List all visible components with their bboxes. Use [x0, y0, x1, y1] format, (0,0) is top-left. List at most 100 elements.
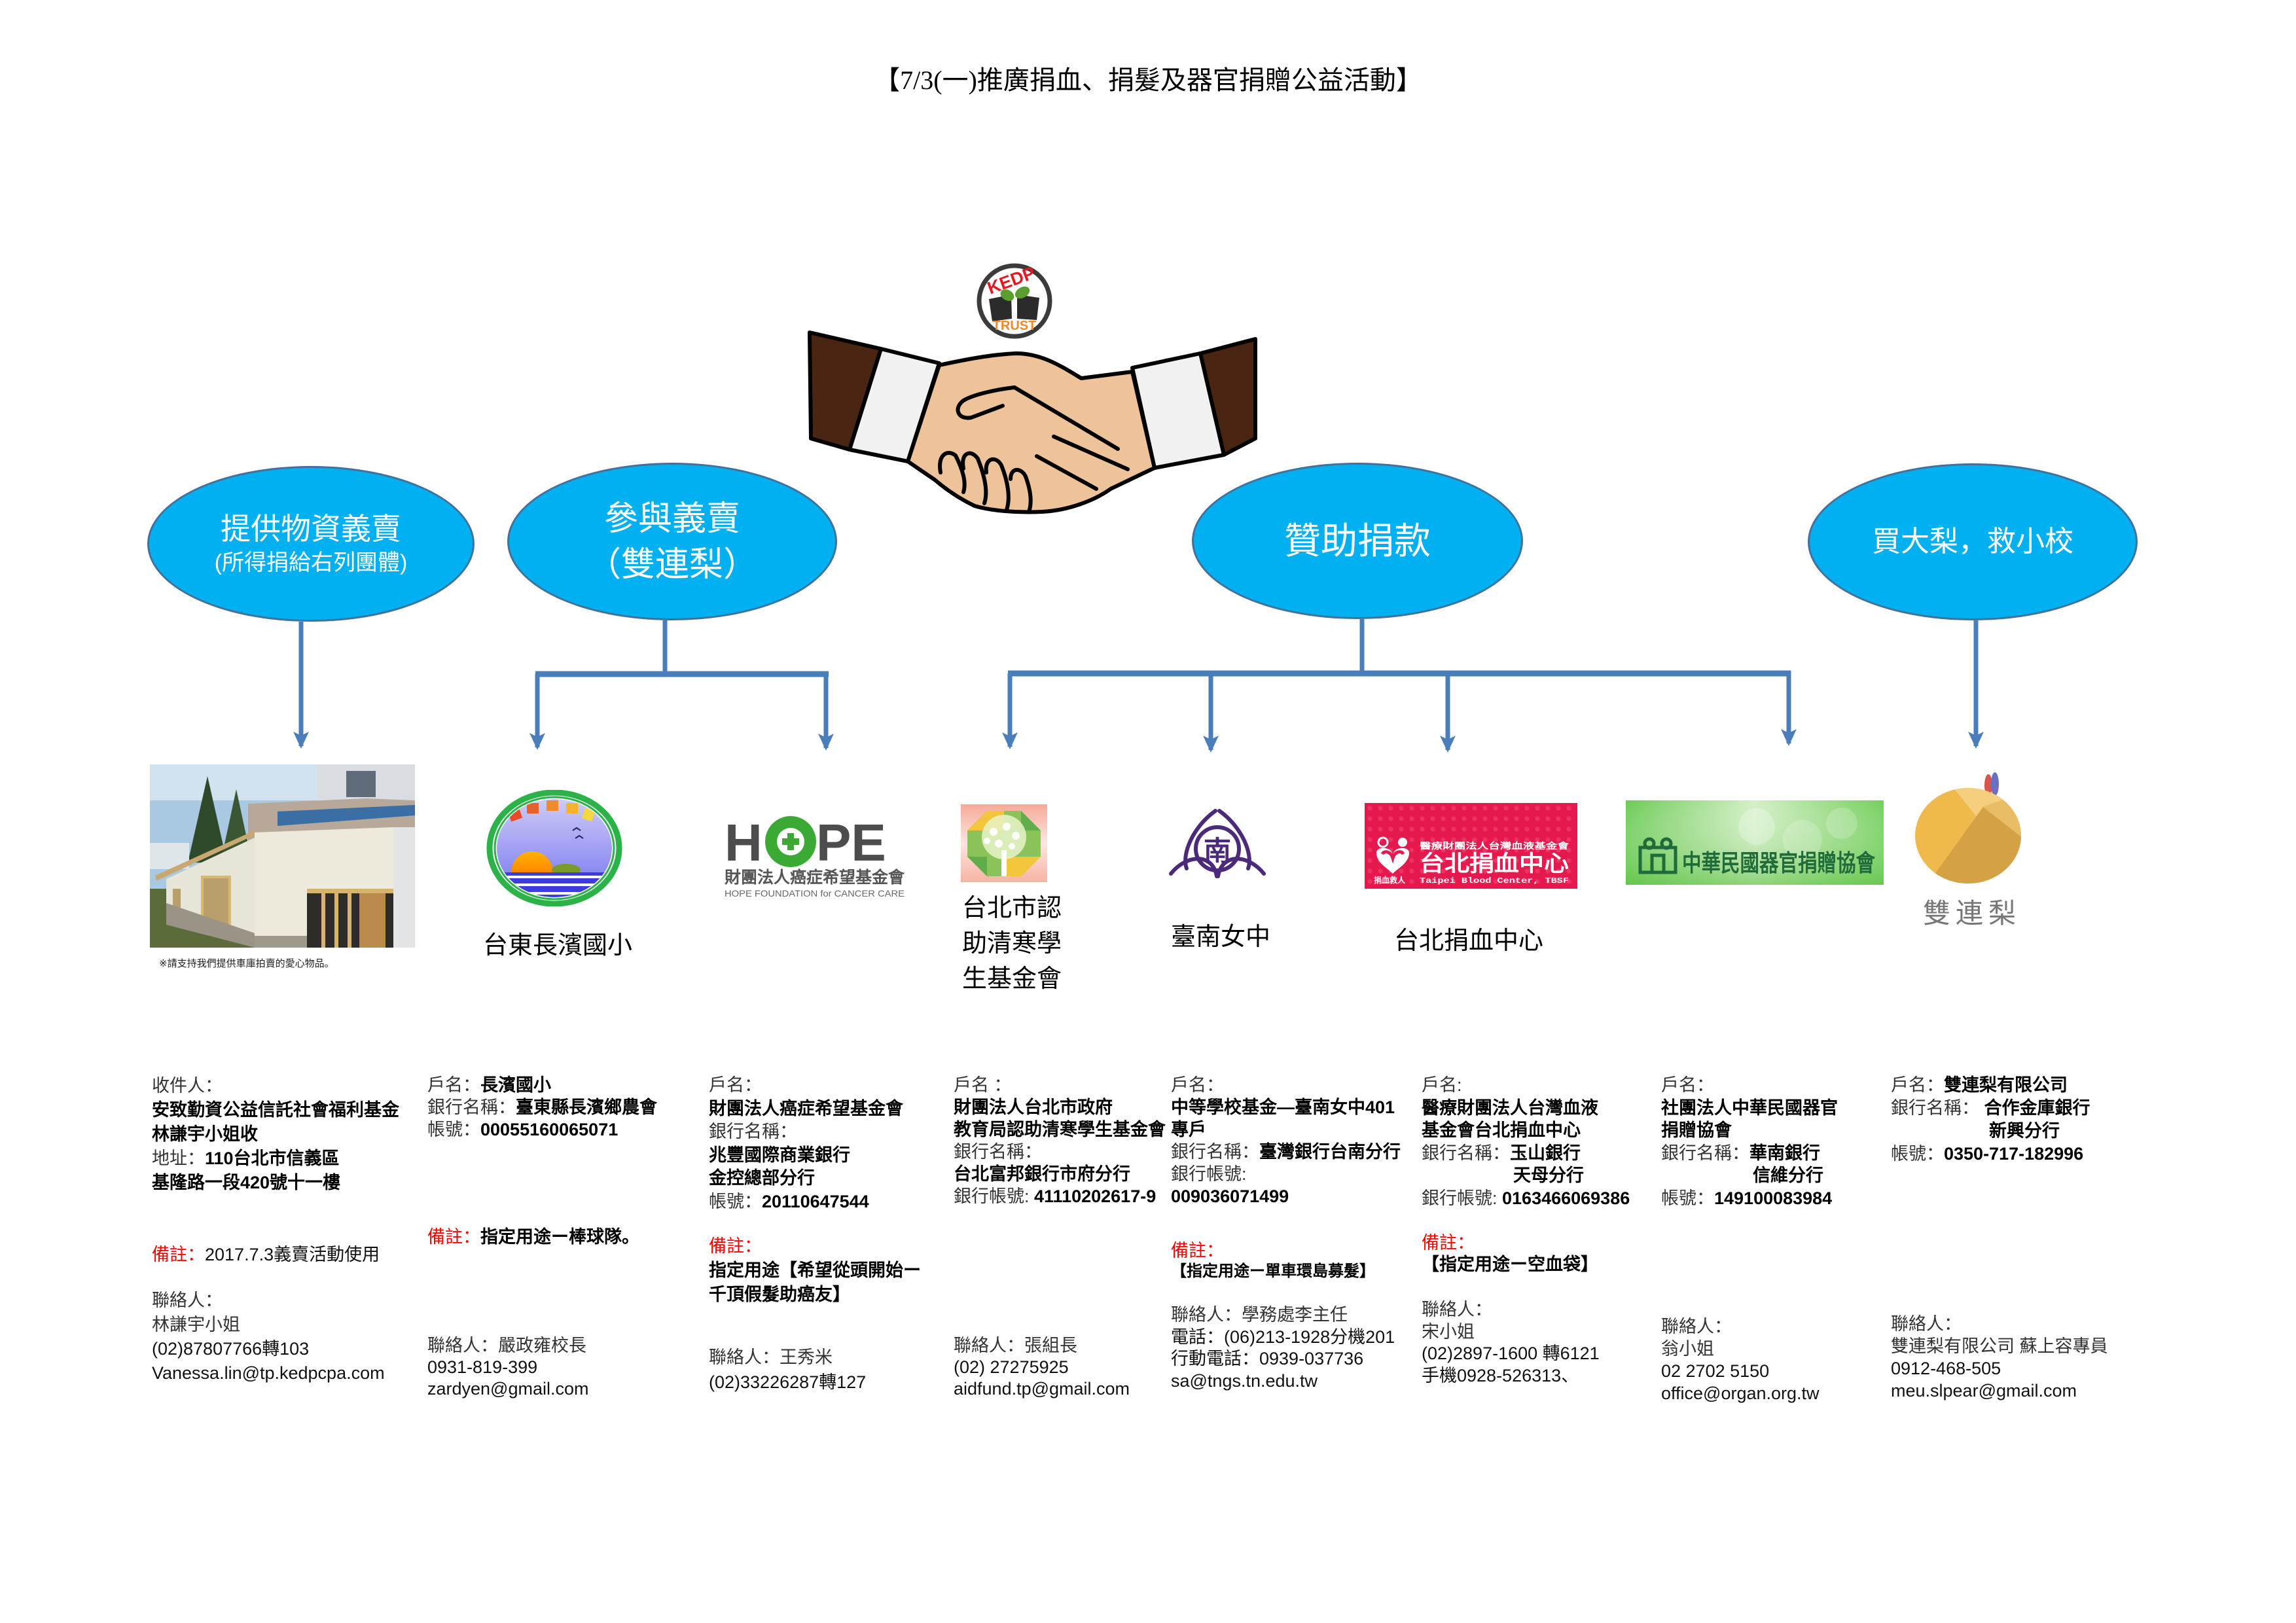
finger-line: [1009, 468, 1033, 514]
field-value: 兆豐國際商業銀行: [709, 1145, 850, 1165]
organ-donation-association-logo: 中華民國器官捐贈協會: [1626, 800, 1884, 885]
field-value: 雙連梨有限公司: [1944, 1075, 2068, 1095]
field-value: 信維分行: [1753, 1166, 1823, 1185]
contact-line: 行動電話：0939-037736: [1171, 1349, 1364, 1368]
taipei-blood-center-label: 台北捐血中心: [1394, 927, 1544, 955]
category-title: 參與義賣: [603, 499, 740, 538]
contact-line: (02)87807766轉103: [152, 1339, 310, 1359]
tainan-girls-high-logo: 南: [1169, 809, 1266, 878]
remark-label: 備註：: [152, 1245, 205, 1264]
detail-line: 戶名：: [1171, 1074, 1401, 1096]
detail-line: 專戶: [1171, 1118, 1401, 1141]
contact-line: meu.slpear@gmail.com: [1891, 1381, 2077, 1400]
detail-line: 銀行帳號: 41110202617-9: [954, 1185, 1166, 1207]
contact-block: 聯絡人： 翁小姐 02 2702 5150 office@organ.org.t…: [1661, 1315, 1820, 1404]
remark-block: 備註：指定用途ー棒球隊。: [427, 1226, 639, 1249]
contact-line: office@organ.org.tw: [1661, 1383, 1820, 1403]
contact-block: 聯絡人：張組長 (02) 27275925 aidfund.tp@gmail.c…: [954, 1335, 1130, 1400]
field-value: 社團法人中華民國器官: [1661, 1097, 1838, 1118]
detail-line: 戶名：長濱國小: [427, 1074, 657, 1096]
detail-line: 安致勤資公益信託社會福利基金: [152, 1098, 399, 1122]
contact-line: Vanessa.lin@tp.kedpcpa.com: [152, 1363, 385, 1383]
detail-line: 中等學校基金—臺南女中401: [1171, 1096, 1401, 1118]
field-label: 戶名:: [1422, 1075, 1462, 1095]
contact-line: 雙連梨有限公司 蘇上容專員: [1891, 1336, 2108, 1356]
field-label: 戶名：: [1891, 1075, 1944, 1095]
field-value: 149100083984: [1714, 1188, 1833, 1208]
contact-line: 聯絡人：: [1422, 1300, 1492, 1319]
garage-sale-caption: ※請支持我們提供車庫拍賣的愛心物品。: [159, 958, 334, 969]
field-value: 長濱國小: [480, 1075, 551, 1095]
hope-foundation-logo: H PE 財團法人癌症希望基金會 HOPE FOUNDATION for CAN…: [725, 813, 905, 898]
remark-text: 千頂假髮助癌友】: [709, 1285, 850, 1304]
detail-line: 金控總部分行: [709, 1167, 903, 1190]
donor-head-icon: [1377, 836, 1389, 848]
label-line: 助清寒學: [962, 930, 1062, 957]
contact-line: 聯絡人：: [1891, 1314, 1962, 1334]
contact-line: (02)2897-1600 轉6121: [1422, 1344, 1600, 1363]
remark-text: 2017.7.3義賣活動使用: [205, 1245, 380, 1264]
field-label: 銀行名稱：: [427, 1097, 516, 1117]
category-subtitle: （雙連梨）: [586, 545, 757, 584]
detail-line: 教育局認助清寒學生基金會: [954, 1118, 1166, 1141]
category-title: 提供物資義賣: [221, 512, 401, 546]
left-cuff: [848, 347, 941, 463]
handshake-illustration: [808, 330, 1257, 514]
contact-line: aidfund.tp@gmail.com: [954, 1379, 1130, 1399]
field-value: 捐贈協會: [1661, 1120, 1732, 1140]
leaf-icon: [1991, 772, 1999, 796]
contact-block: 聯絡人： 雙連梨有限公司 蘇上容專員 0912-468-505 meu.slpe…: [1891, 1313, 2108, 1402]
contact-block: 聯絡人： 宋小姐 (02)2897-1600 轉6121 手機0928-5263…: [1422, 1299, 1600, 1387]
detail-line: 銀行名稱：華南銀行: [1661, 1142, 1838, 1165]
contact-line: 翁小姐: [1661, 1339, 1714, 1359]
remark-label: 備註：: [1171, 1241, 1224, 1260]
field-label: 戶名 ：: [954, 1075, 1012, 1095]
hands: [906, 351, 1157, 514]
detail-line: 帳號：149100083984: [1661, 1187, 1838, 1210]
detail-line: 戶名:: [1422, 1074, 1630, 1097]
detail-line: 地址：110台北市信義區: [152, 1147, 399, 1171]
contact-line: 聯絡人：王秀米: [709, 1347, 833, 1367]
detail-line: 戶名：: [1661, 1074, 1838, 1097]
field-value: 臺灣銀行台南分行: [1259, 1142, 1401, 1162]
category-sponsor-donation: 贊助捐款: [1192, 463, 1523, 619]
remark-label: 備註：: [427, 1227, 480, 1247]
field-value: 金控總部分行: [709, 1168, 815, 1188]
donor-head-icon: [1398, 838, 1407, 847]
field-value: 基金會台北捐血中心: [1422, 1120, 1581, 1140]
finger-line: [1052, 435, 1130, 471]
account-block: 戶名：雙連梨有限公司 銀行名稱： 合作金庫銀行 新興分行 帳號：0350-717…: [1891, 1074, 2090, 1166]
taipei-aid-fund-label: 台北市認 助清寒學 生基金會: [962, 891, 1062, 997]
detail-line: 銀行名稱： 合作金庫銀行: [1891, 1097, 2090, 1120]
hope-logo-english-name: HOPE FOUNDATION for CANCER CARE: [725, 888, 905, 898]
taipei-blood-center-logo: 捐血救人 醫療財團法人台灣血液基金會 台北捐血中心 Taipei Blood C…: [1365, 803, 1577, 889]
field-label: 銀行帳號:: [1171, 1164, 1247, 1184]
field-label: 銀行名稱：: [954, 1142, 1042, 1162]
contact-line: 02 2702 5150: [1661, 1361, 1770, 1381]
blood-center-slogan: 捐血救人: [1374, 875, 1406, 885]
field-value: 合作金庫銀行: [1984, 1098, 2090, 1118]
contact-line: 電話：(06)213-1928分機201: [1171, 1327, 1395, 1347]
contact-line: (02) 27275925: [954, 1357, 1069, 1377]
label-line: 台北市認: [962, 895, 1062, 922]
kedp-trust-logo: KEDP TRUST: [977, 263, 1052, 339]
detail-line: 銀行名稱：: [709, 1120, 903, 1144]
field-value: 中等學校基金—臺南女中401: [1171, 1097, 1395, 1117]
shuang-lian-pear-label: 雙連梨: [1923, 898, 2022, 929]
field-label: 銀行名稱：: [1171, 1142, 1259, 1162]
field-label: 帳號：: [1661, 1188, 1714, 1208]
contact-line: 聯絡人：: [1661, 1317, 1732, 1336]
field-label: 地址：: [152, 1149, 205, 1168]
detail-line: 戶名：: [709, 1074, 903, 1097]
detail-line: 銀行名稱：臺東縣長濱鄉農會: [427, 1096, 657, 1118]
contact-block: 聯絡人： 林謙宇小姐 (02)87807766轉103 Vanessa.lin@…: [152, 1289, 385, 1385]
remark-text: 指定用途【希望從頭開始ー: [709, 1260, 921, 1280]
contact-line: 聯絡人：張組長: [954, 1336, 1077, 1355]
field-value: 0350-717-182996: [1944, 1144, 2084, 1164]
contact-block: 聯絡人：嚴政雍校長 0931-819-399 zardyen@gmail.com: [427, 1335, 589, 1400]
field-value: 財團法人癌症希望基金會: [709, 1098, 903, 1118]
book-right-page: [1017, 294, 1039, 320]
hope-logo-letter-h: H: [725, 813, 762, 872]
contact-line: 聯絡人：: [152, 1291, 223, 1310]
contact-line: 聯絡人：學務處李主任: [1171, 1305, 1348, 1325]
